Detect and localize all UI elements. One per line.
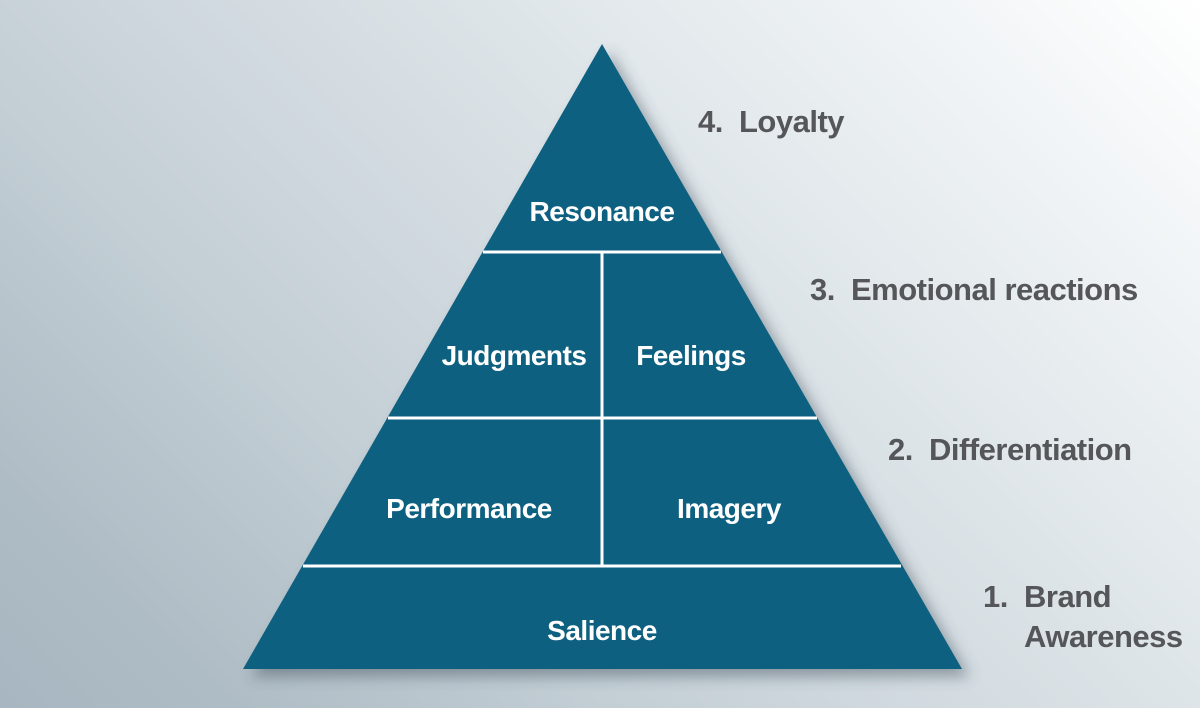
label-emotional-reactions: 3. Emotional reactions [810,270,1138,310]
pyramid-block-labels: Resonance Judgments Feelings Performance… [386,196,782,646]
block-salience: Salience [547,615,657,646]
label-brand-awareness: 1. Brand Awareness [983,577,1200,657]
label-loyalty: 4. Loyalty [698,102,845,142]
label-brand-awareness-number: 1. [983,579,1008,614]
label-differentiation-text: Differentiation [929,432,1132,467]
label-emotional-reactions-number: 3. [810,272,835,307]
label-loyalty-number: 4. [698,104,723,139]
label-loyalty-text: Loyalty [739,104,845,139]
block-resonance: Resonance [530,196,675,227]
block-feelings: Feelings [636,340,746,371]
label-brand-awareness-text: Brand Awareness [1024,579,1183,654]
label-differentiation: 2. Differentiation [888,430,1132,470]
label-differentiation-number: 2. [888,432,913,467]
block-imagery: Imagery [677,493,782,524]
block-performance: Performance [386,493,552,524]
label-emotional-reactions-text: Emotional reactions [851,272,1138,307]
pyramid-dividers [303,250,901,568]
block-judgments: Judgments [442,340,587,371]
